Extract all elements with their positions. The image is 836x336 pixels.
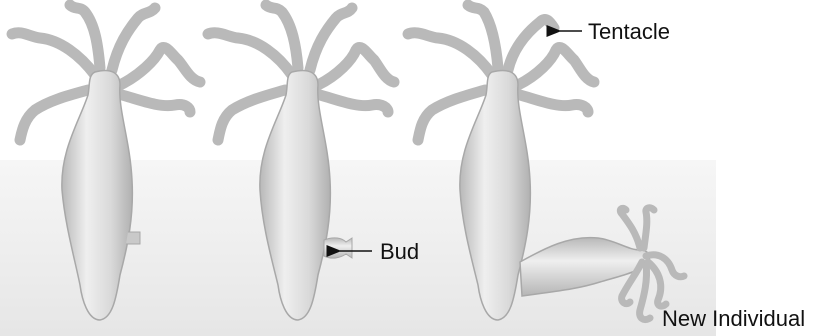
label-bud: Bud (380, 239, 419, 264)
label-new-individual: New Individual (662, 306, 805, 331)
hydra-2-bud (324, 238, 352, 258)
label-tentacle: Tentacle (588, 19, 670, 44)
label-tentacle-group: Tentacle (560, 19, 670, 44)
label-new-individual-group: New Individual (662, 306, 805, 331)
hydra-1-bud-nub (126, 232, 140, 244)
